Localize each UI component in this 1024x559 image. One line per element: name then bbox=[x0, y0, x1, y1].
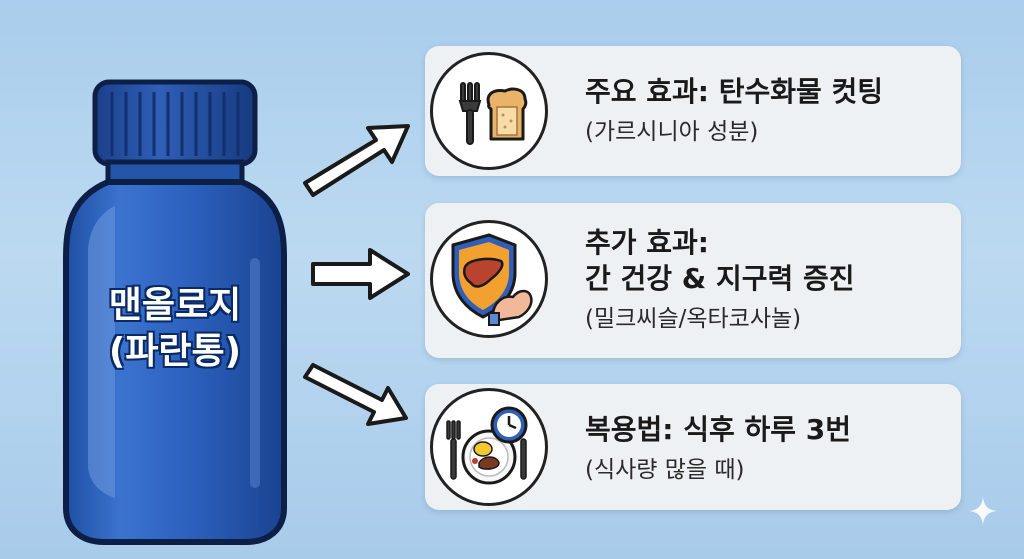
sparkle-icon bbox=[969, 497, 997, 525]
card-title: 복용법: 식후 하루 3번 bbox=[585, 413, 852, 446]
info-card-dosage: 복용법: 식후 하루 3번 (식사량 많을 때) bbox=[425, 384, 961, 510]
plate-clock-icon bbox=[430, 388, 548, 506]
card-text: 주요 효과: 탄수화물 컷팅 (가르시니아 성분) bbox=[585, 74, 951, 148]
card-subtitle: (밀크씨슬/옥타코사놀) bbox=[585, 306, 802, 332]
card-title: 주요 효과: 탄수화물 컷팅 bbox=[585, 75, 884, 108]
card-text: 복용법: 식후 하루 3번 (식사량 많을 때) bbox=[585, 412, 951, 486]
bottle-label: 맨올로지 (파란통) bbox=[60, 283, 290, 375]
card-title-line2: 간 건강 & 지구력 증진 bbox=[585, 262, 855, 295]
bottle-label-line1: 맨올로지 bbox=[108, 285, 242, 326]
info-card-extra-effect: 추가 효과: 간 건강 & 지구력 증진 (밀크씨슬/옥타코사놀) bbox=[425, 203, 961, 358]
card-subtitle: (식사량 많을 때) bbox=[585, 457, 745, 483]
card-text: 추가 효과: 간 건강 & 지구력 증진 (밀크씨슬/옥타코사놀) bbox=[585, 225, 951, 335]
supplement-bottle-icon bbox=[63, 79, 287, 545]
card-subtitle: (가르시니아 성분) bbox=[585, 119, 759, 145]
arrow-up-right-icon bbox=[303, 124, 410, 197]
bottle-label-line2: (파란통) bbox=[108, 331, 242, 372]
arrow-down-right-icon bbox=[303, 363, 408, 426]
liver-shield-muscle-icon bbox=[430, 220, 548, 338]
fork-bread-icon bbox=[430, 52, 548, 170]
info-card-main-effect: 주요 효과: 탄수화물 컷팅 (가르시니아 성분) bbox=[425, 46, 961, 176]
card-title-line1: 추가 효과: bbox=[585, 226, 709, 259]
arrow-right-icon bbox=[311, 248, 410, 300]
